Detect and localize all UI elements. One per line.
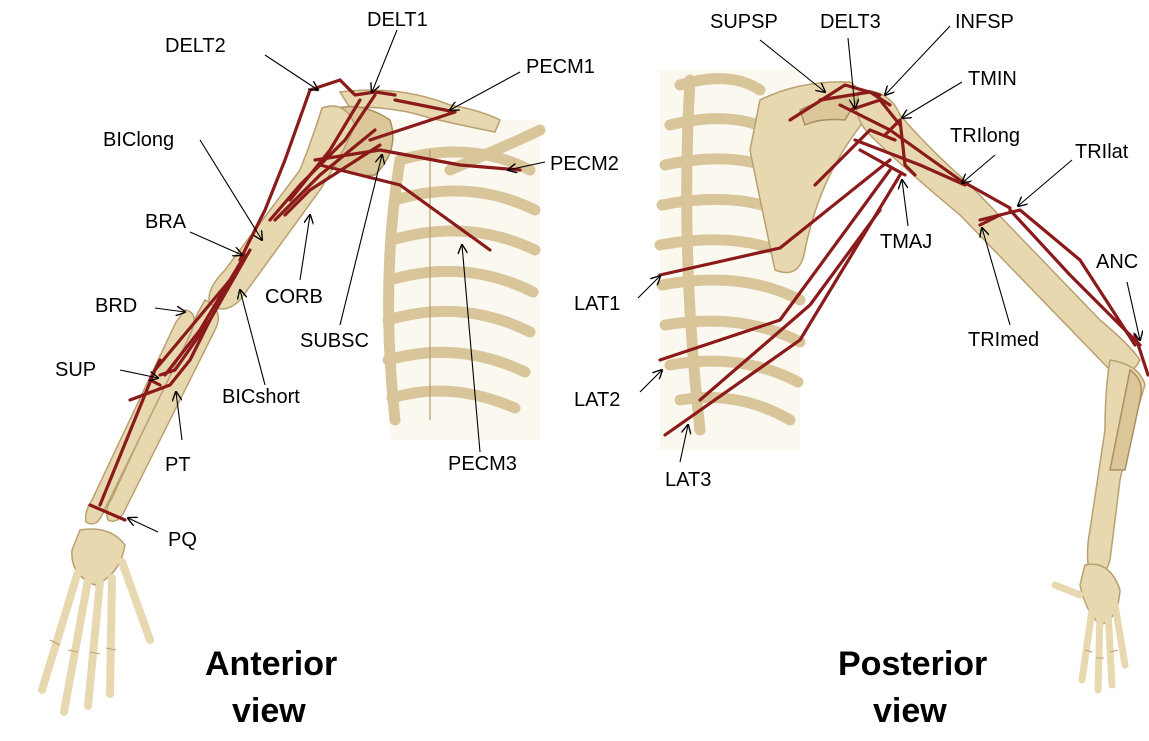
label-delt1: DELT1 xyxy=(367,9,428,31)
label-tmaj: TMAJ xyxy=(880,231,932,253)
label-pq: PQ xyxy=(168,529,197,551)
label-pecm1: PECM1 xyxy=(526,56,595,78)
posterior-view: SUPSP DELT3 INFSP TMIN TRIlong TRIlat TM… xyxy=(574,11,1148,730)
label-pecm3: PECM3 xyxy=(448,453,517,475)
caption-anterior-line1: Anterior xyxy=(205,645,337,683)
label-trilong: TRIlong xyxy=(950,125,1020,147)
anterior-hand xyxy=(40,529,150,712)
posterior-hand xyxy=(1055,564,1125,690)
label-lat2: LAT2 xyxy=(574,389,620,411)
label-delt2: DELT2 xyxy=(165,35,226,57)
label-infsp: INFSP xyxy=(955,11,1014,33)
label-pecm2: PECM2 xyxy=(550,153,619,175)
label-corb: CORB xyxy=(265,286,323,308)
label-lat3: LAT3 xyxy=(665,469,711,491)
caption-posterior-line2: view xyxy=(873,692,947,730)
label-bicshort: BICshort xyxy=(222,386,300,408)
label-anc: ANC xyxy=(1096,251,1138,273)
label-trimed: TRImed xyxy=(968,329,1039,351)
label-lat1: LAT1 xyxy=(574,293,620,315)
label-supsp: SUPSP xyxy=(710,11,778,33)
label-brd: BRD xyxy=(95,295,137,317)
label-tmin: TMIN xyxy=(968,68,1017,90)
label-trilat: TRIlat xyxy=(1075,141,1129,163)
label-bra: BRA xyxy=(145,211,187,233)
label-delt3: DELT3 xyxy=(820,11,881,33)
caption-anterior-line2: view xyxy=(232,692,306,730)
caption-posterior-line1: Posterior xyxy=(838,645,987,683)
label-sup: SUP xyxy=(55,359,96,381)
label-subsc: SUBSC xyxy=(300,330,369,352)
anterior-view: DELT1 DELT2 PECM1 PECM2 PECM3 BIClong BR… xyxy=(40,9,619,730)
label-pt: PT xyxy=(165,454,191,476)
label-biclong: BIClong xyxy=(103,129,174,151)
